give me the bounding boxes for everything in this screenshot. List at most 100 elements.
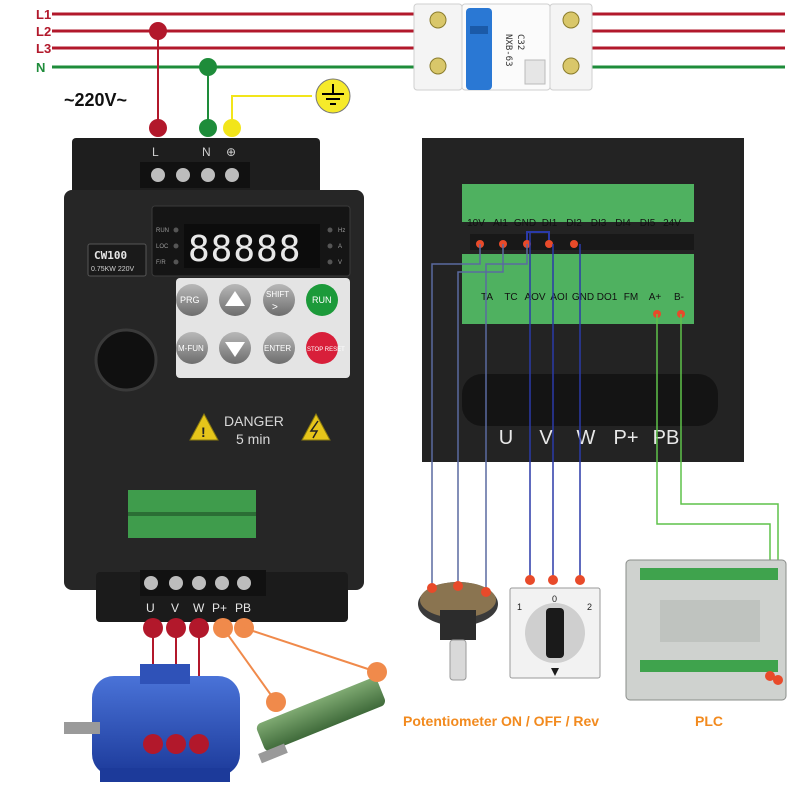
label-l2: L2 — [36, 24, 51, 39]
resistor-terminal-dot — [266, 692, 286, 712]
zoom-bottom-label-b: B- — [674, 292, 684, 303]
led-hz-icon — [327, 227, 333, 233]
pot-terminal-dot — [481, 587, 491, 597]
seven-segment-display: 88888 — [188, 229, 301, 270]
svg-text:ENTER: ENTER — [264, 344, 291, 353]
mfun-button[interactable]: M-FUN — [176, 332, 208, 364]
led-label-fr: F/R — [156, 260, 166, 266]
zoom-power-label-w: W — [577, 427, 596, 449]
output-terminal-block: U V W P+ PB — [140, 570, 266, 615]
model-spec: 0.75KW 220V — [91, 266, 135, 273]
switch-terminal-dot — [548, 575, 558, 585]
zoom-top-label-di4: DI4 — [615, 218, 631, 229]
led-label-v: V — [338, 260, 342, 266]
shift-arrow-icon: > — [272, 302, 278, 313]
screw-icon[interactable] — [237, 576, 251, 590]
wire-dot-di2 — [570, 240, 578, 248]
terminal-dot-n — [199, 119, 217, 137]
out-label-u: U — [146, 601, 155, 615]
screw-icon[interactable] — [144, 576, 158, 590]
input-label-earth: ⊕ — [226, 145, 236, 159]
potentiometer[interactable] — [418, 581, 498, 681]
screw-icon[interactable] — [225, 168, 239, 182]
zoom-bottom-label-fm: FM — [624, 292, 638, 303]
input-label-n: N — [202, 145, 211, 159]
screw-icon[interactable] — [201, 168, 215, 182]
screw-icon[interactable] — [169, 576, 183, 590]
danger-warning: ! DANGER 5 min — [189, 412, 331, 447]
potentiometer-knob[interactable] — [94, 328, 158, 392]
led-label-a: A — [338, 244, 342, 250]
motor-terminal-dot — [189, 734, 209, 754]
junction-n — [199, 58, 217, 76]
plc-terminal-dot — [773, 675, 783, 685]
svg-text:!: ! — [201, 424, 206, 440]
brake-resistor — [256, 662, 387, 764]
breaker-screw-icon — [562, 11, 580, 29]
zoom-bottom-label-gnd: GND — [572, 292, 594, 303]
label-l3: L3 — [36, 41, 51, 56]
zoom-power-label-v: V — [539, 427, 553, 449]
switch-terminal-dot — [575, 575, 585, 585]
plc-caption: PLC — [695, 713, 723, 729]
switch-terminal-dot — [525, 575, 535, 585]
screw-icon[interactable] — [176, 168, 190, 182]
danger-text: DANGER — [224, 413, 284, 429]
up-button[interactable] — [219, 284, 251, 316]
label-l1: L1 — [36, 7, 51, 22]
breaker-handle[interactable] — [466, 8, 492, 90]
switch-pointer-icon — [551, 668, 559, 676]
zoom-top-label-di5: DI5 — [640, 218, 656, 229]
inverter: L N ⊕ CW100 0.75KW 220V RUN LOC F/R 8888… — [64, 138, 364, 622]
terminal-dot-l — [149, 119, 167, 137]
wire-dot-di1 — [545, 240, 553, 248]
control-terminal-block — [128, 490, 256, 538]
model-plate: CW100 0.75KW 220V — [87, 243, 147, 277]
led-run-icon — [173, 227, 179, 233]
screw-icon[interactable] — [151, 168, 165, 182]
stop-reset-button[interactable]: STOP RESET — [306, 332, 345, 364]
svg-text:SHIFT: SHIFT — [266, 290, 289, 299]
screw-icon[interactable] — [215, 576, 229, 590]
zoom-top-label-gnd: GND — [514, 218, 536, 229]
zoom-bottom-label-a: A+ — [649, 292, 662, 303]
resistor-terminal-dot — [367, 662, 387, 682]
prg-button[interactable]: PRG — [176, 284, 208, 316]
zoom-power-label-u: U — [499, 427, 513, 449]
input-terminal-block — [140, 162, 250, 188]
pot-terminal-dot — [427, 583, 437, 593]
input-wiring — [149, 22, 351, 137]
circuit-breaker: NXB-63 C32 — [413, 3, 593, 91]
led-label-hz: Hz — [338, 228, 345, 234]
enter-button[interactable]: ENTER — [263, 332, 295, 364]
switch-position-1: 1 — [517, 602, 522, 612]
zoom-power-label-p: P+ — [613, 427, 638, 449]
power-bus: L1 L2 L3 N ~220V~ — [36, 7, 785, 110]
warning-icon — [189, 412, 219, 441]
led-v-icon — [327, 259, 333, 265]
zoom-bottom-label-ta: TA — [481, 292, 493, 303]
keypad: PRG SHIFT > RUN M-FUN — [176, 278, 350, 378]
led-a-icon — [327, 243, 333, 249]
out-label-pb: PB — [235, 601, 251, 615]
led-label-run: RUN — [156, 228, 169, 234]
motor-terminal-dot — [166, 734, 186, 754]
zoom-top-label-di2: DI2 — [566, 218, 582, 229]
run-button[interactable]: RUN — [306, 284, 338, 316]
shift-button[interactable]: SHIFT > — [263, 284, 295, 316]
down-button[interactable] — [219, 332, 251, 364]
motor-terminal-dot — [143, 734, 163, 754]
selector-switch[interactable]: 1 0 2 — [509, 575, 601, 679]
danger-time: 5 min — [236, 431, 270, 447]
breaker-screw-icon — [429, 11, 447, 29]
switch-position-2: 2 — [587, 602, 592, 612]
screw-icon[interactable] — [192, 576, 206, 590]
control-caption: Potentiometer ON / OFF / Rev — [403, 713, 599, 729]
motor — [64, 664, 240, 782]
display-panel: RUN LOC F/R 88888 Hz A V — [151, 205, 351, 277]
